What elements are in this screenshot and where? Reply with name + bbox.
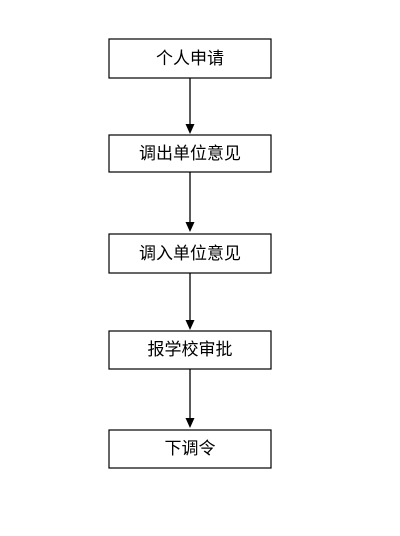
- step-box: [108, 134, 272, 173]
- step-box: [108, 233, 272, 274]
- edge-2-to-3-arrow: [185, 172, 195, 232]
- step-transfer-order: 下调令: [108, 429, 272, 469]
- step-box: [108, 429, 272, 469]
- edge-4-to-5-arrow: [185, 369, 195, 428]
- step-school-approval: 报学校审批: [108, 330, 272, 370]
- edge-1-to-2-arrow: [185, 78, 195, 134]
- step-transfer-out-unit-opinion: 调出单位意见: [108, 134, 272, 173]
- step-label: 下调令: [165, 439, 216, 459]
- step-label: 调出单位意见: [139, 144, 241, 164]
- step-label: 报学校审批: [148, 340, 233, 360]
- step-transfer-in-unit-opinion: 调入单位意见: [108, 233, 272, 274]
- step-personal-application: 个人申请: [108, 38, 272, 79]
- step-label: 调入单位意见: [139, 244, 241, 264]
- step-label: 个人申请: [156, 49, 224, 69]
- step-box: [108, 38, 272, 79]
- edge-3-to-4-arrow: [185, 273, 195, 330]
